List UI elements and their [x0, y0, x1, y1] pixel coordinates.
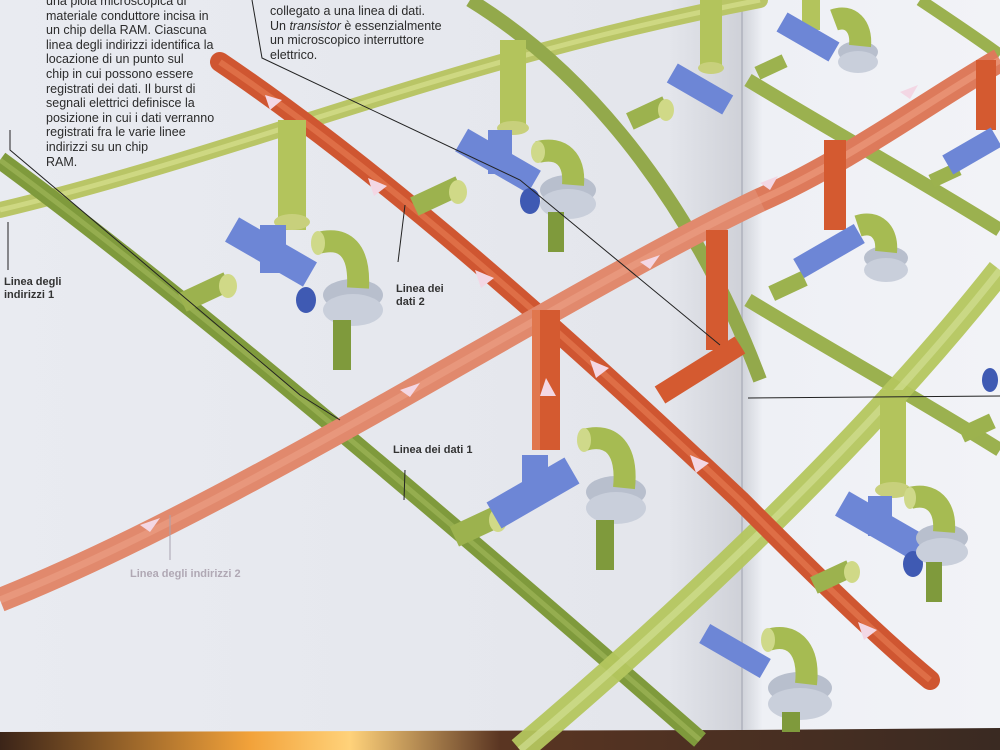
- description-text-left: una piola microscopica di materiale cond…: [46, 0, 215, 169]
- label-leader-lines: [7, 0, 1000, 560]
- green-arc-back: [466, 0, 767, 383]
- signal-arrows: [140, 85, 918, 640]
- description-text-top: collegato a una linea di dati. Un transi…: [270, 4, 510, 62]
- light-green-risers: [278, 0, 906, 490]
- text-top-transistor: transistor: [289, 18, 341, 33]
- label-data-line-2: Linea dei dati 2: [396, 283, 444, 308]
- label-address-line-2: Linea degli indirizzi 2: [130, 568, 241, 580]
- text-top-line-4: elettrico.: [270, 47, 318, 62]
- green-elbow-pipes: [315, 7, 956, 686]
- blue-transistor-pipes: [225, 12, 1000, 679]
- right-green-line-1: [744, 74, 1000, 236]
- text-top-line-3: un microscopico interruttore: [270, 33, 425, 48]
- label-address-line-1: Linea degli indirizzi 1: [4, 276, 62, 301]
- label-data-line-1: Linea dei dati 1: [393, 444, 473, 456]
- text-top-line-2-pre: Un: [270, 18, 290, 33]
- text-top-line-2-post: è essenzialmente: [340, 18, 442, 33]
- text-top-line-1: collegato a una linea di dati.: [270, 4, 425, 18]
